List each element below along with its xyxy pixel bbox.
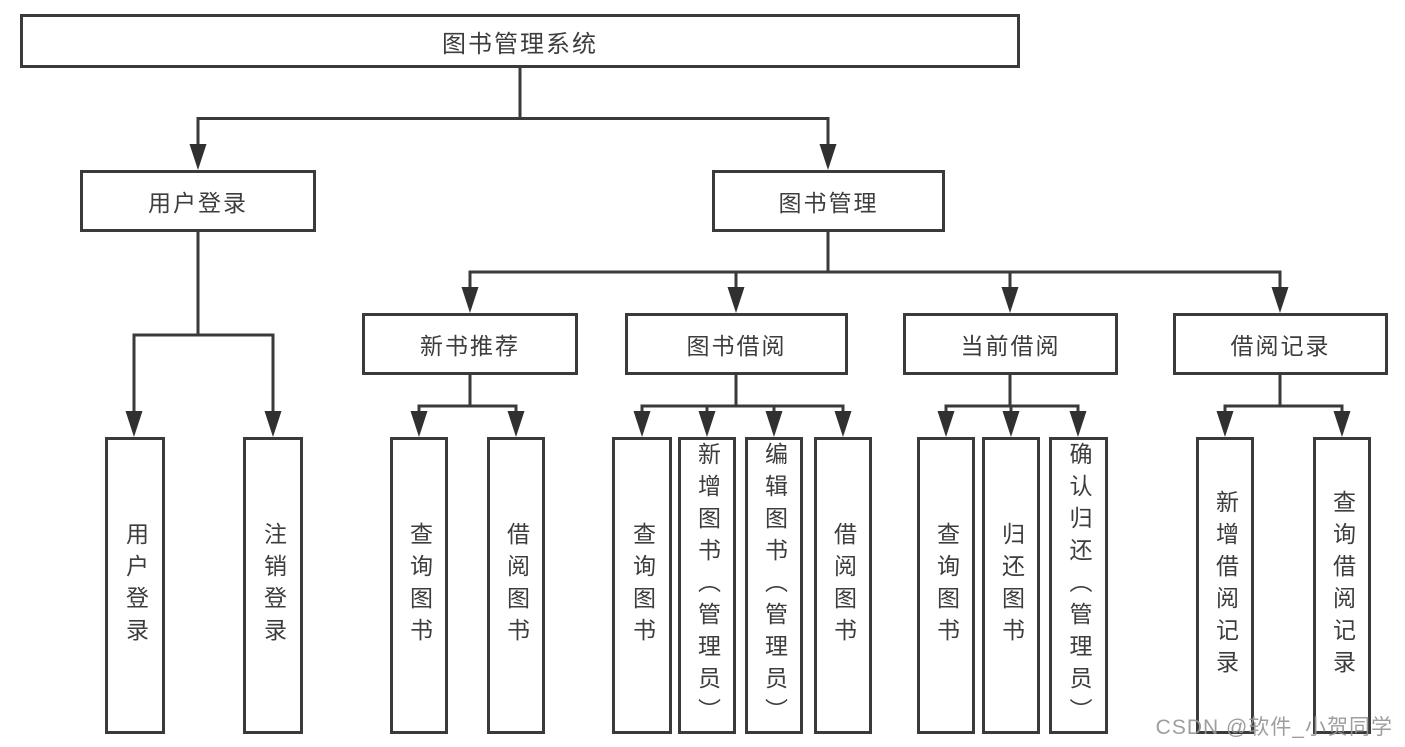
node-label: 当前借阅 <box>960 333 1061 359</box>
leaf-user-login: 用户登录 <box>105 437 165 734</box>
leaf-add-books-admin: 新增图书（管理员） <box>678 437 736 734</box>
node-label: 新增图书（管理员） <box>694 441 721 730</box>
node-label: 查询图书 <box>933 521 960 650</box>
leaf-query-books-recommend: 查询图书 <box>390 437 448 734</box>
node-current-borrow: 当前借阅 <box>903 313 1118 375</box>
node-label: 归还图书 <box>998 521 1025 650</box>
node-book-management-system: 图书管理系统 <box>20 14 1020 68</box>
node-new-book-recommend: 新书推荐 <box>362 313 578 375</box>
leaf-query-books-borrow: 查询图书 <box>612 437 672 734</box>
node-label: 查询图书 <box>406 521 433 650</box>
leaf-return-books: 归还图书 <box>982 437 1040 734</box>
node-book-borrow: 图书借阅 <box>625 313 848 375</box>
node-label: 借阅图书 <box>830 521 857 650</box>
node-label: 查询图书 <box>629 521 656 650</box>
node-label: 图书借阅 <box>686 333 787 359</box>
node-label: 借阅记录 <box>1230 333 1331 359</box>
csdn-watermark: CSDN @软件_小贺同学 <box>1155 716 1393 739</box>
leaf-borrow-books: 借阅图书 <box>814 437 872 734</box>
leaf-logout: 注销登录 <box>243 437 303 734</box>
node-label: 借阅图书 <box>503 521 530 650</box>
node-label: 图书管理 <box>778 190 879 216</box>
node-label: 注销登录 <box>260 521 287 650</box>
leaf-confirm-return-admin: 确认归还（管理员） <box>1049 437 1108 734</box>
leaf-borrow-books-recommend: 借阅图书 <box>487 437 545 734</box>
node-borrow-records: 借阅记录 <box>1173 313 1388 375</box>
node-label: 新增借阅记录 <box>1212 489 1239 682</box>
leaf-add-borrow-record: 新增借阅记录 <box>1196 437 1254 734</box>
node-label: 图书管理系统 <box>442 30 598 58</box>
leaf-query-borrow-record: 查询借阅记录 <box>1313 437 1371 734</box>
node-label: 用户登录 <box>148 190 248 216</box>
leaf-query-books-current: 查询图书 <box>917 437 975 734</box>
node-book-management: 图书管理 <box>712 170 945 232</box>
node-user-login: 用户登录 <box>80 170 316 232</box>
node-label: 用户登录 <box>122 521 149 650</box>
node-label: 新书推荐 <box>420 333 520 359</box>
node-label: 确认归还（管理员） <box>1066 441 1092 730</box>
node-label: 查询借阅记录 <box>1329 489 1356 682</box>
leaf-edit-books-admin: 编辑图书（管理员） <box>745 437 803 734</box>
node-label: 编辑图书（管理员） <box>761 441 788 730</box>
